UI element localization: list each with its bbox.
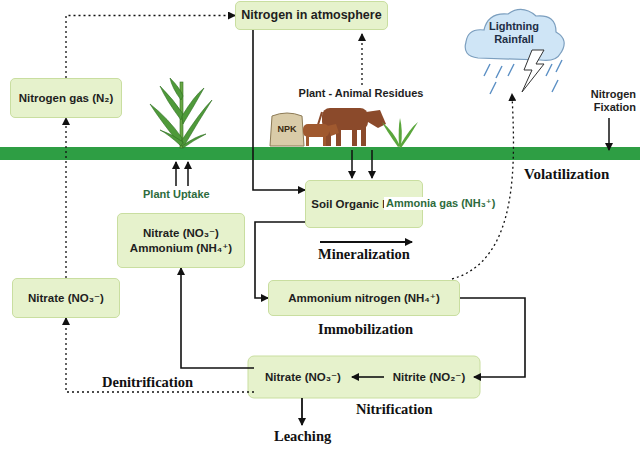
node-text: Nitrate (NO₃⁻) [265,370,341,385]
cycle-arrow [66,318,254,392]
nitrification-band [248,356,480,398]
fertilizer-bag [270,113,304,146]
process-label: Leaching [272,428,333,445]
process-label: Denitrification [100,374,195,391]
node-text: Nitrogen in atmosphere [241,7,381,23]
process-box: Nitrate (NO₃⁻) [12,278,120,318]
node-text: Nitrogen gas (N₂) [19,91,114,106]
lightning-bolt [522,50,544,92]
process-box: Nitrate (NO₃⁻)Ammonium (NH₄⁺) [117,213,245,268]
process-box: Nitrite (NO₂⁻) [384,360,474,394]
release-arrow [361,34,362,85]
process-box: Nitrate (NO₃⁻) [254,360,352,394]
process-label: Immobilization [316,321,415,338]
ground-bar [0,147,640,160]
cycle-arrow [460,298,525,377]
cycle-arrow [66,16,235,79]
process-box: Nitrogen gas (N₂) [10,78,122,118]
process-label: Plant - Animal Residues [286,87,436,100]
process-label: Lightning Rainfall [478,20,550,46]
process-label: Nitrification [354,401,435,418]
cloud [465,9,564,60]
process-label: Volatilization [522,165,611,183]
node-text: Nitrite (NO₂⁻) [393,370,466,385]
node-text: Nitrate (NO₃⁻) [28,291,104,306]
cycle-arrow [181,268,254,368]
process-label: Plant Uptake [141,188,212,201]
residue-arrows [352,150,372,178]
leaching-arrow [301,398,303,425]
process-label: NPK [271,124,303,135]
small-plant [382,118,418,148]
process-label: Nitrogen Fixation [566,88,636,114]
volatilization-arrow [452,94,513,279]
process-label: Ammonia gas (NH₃⁺) [384,197,497,210]
cycle-arrow [253,30,305,190]
node-text: Nitrate (NO₃⁻) [143,226,219,241]
rain [484,60,562,94]
process-box: Nitrogen in atmosphere [235,1,388,30]
cycle-arrow [352,376,384,378]
process-label: Mineralization [316,246,412,263]
cycle-arrow [65,118,66,278]
fixation-arrow [608,118,610,150]
node-text: Ammonium (NH₄⁺) [130,241,232,256]
mineralization-arrow [320,241,412,243]
node-text: Ammonium nitrogen (NH₄⁺) [288,291,439,306]
corn-plant [150,78,212,148]
process-box: Ammonium nitrogen (NH₄⁺) [268,280,460,316]
cows [303,108,386,146]
uptake-arrows [176,162,188,186]
